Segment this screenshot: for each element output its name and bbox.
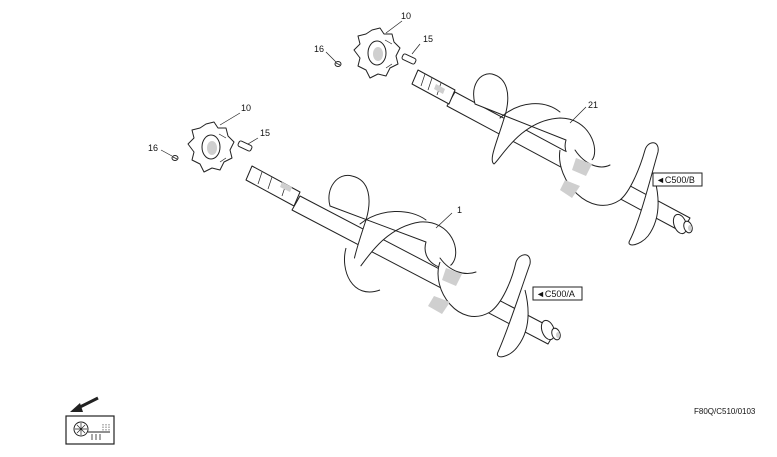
upper-assembly: 10 15 16 21 ◄C500/B	[314, 11, 703, 246]
upper-screw	[334, 61, 342, 67]
upper-leaders	[325, 20, 587, 124]
machine-direction-icon	[65, 396, 115, 445]
upper-ref-box: ◄C500/B	[652, 172, 703, 187]
lower-sprocket-callout: 10	[241, 103, 251, 113]
lower-assembly: 10 15 16 1 ◄C500/A	[148, 103, 583, 358]
lower-key-callout: 15	[260, 128, 270, 138]
lower-leaders	[160, 112, 453, 229]
lower-ref-box: ◄C500/A	[532, 286, 583, 301]
lower-ref-label: ◄C500/A	[536, 289, 575, 299]
lower-screw-callout: 16	[148, 143, 158, 153]
drawing-code: F80Q/C510/0103	[694, 407, 756, 416]
upper-sprocket-callout: 10	[401, 11, 411, 21]
upper-auger-shaft	[411, 69, 693, 246]
upper-key-callout: 15	[423, 34, 433, 44]
upper-ref-label: ◄C500/B	[656, 175, 695, 185]
upper-screw-callout: 16	[314, 44, 324, 54]
lower-auger-shaft	[245, 165, 561, 358]
upper-auger-callout: 21	[588, 100, 598, 110]
lower-auger-callout: 1	[457, 205, 462, 215]
lower-sprocket	[187, 121, 235, 173]
lower-screw	[171, 155, 179, 161]
upper-sprocket	[353, 27, 401, 79]
lower-key	[237, 140, 253, 152]
upper-key	[401, 53, 417, 65]
